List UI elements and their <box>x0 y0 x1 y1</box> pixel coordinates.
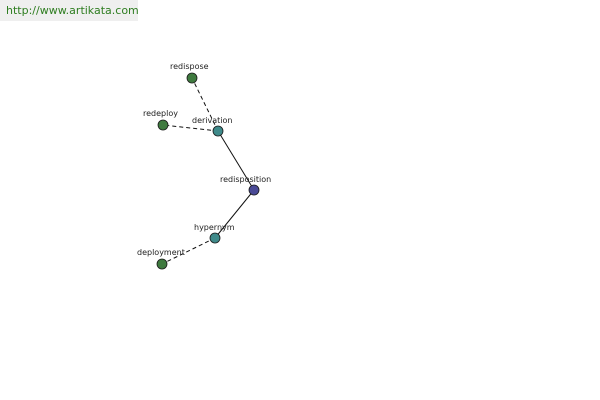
edges-layer <box>161 77 255 265</box>
node-label-redisposition[interactable]: redisposition <box>220 175 271 184</box>
site-banner <box>0 0 138 21</box>
edge-derivation-redispose <box>191 77 219 132</box>
node-label-redeploy[interactable]: redeploy <box>143 109 178 118</box>
nodes-layer <box>156 72 260 270</box>
node-derivation[interactable] <box>212 125 224 137</box>
node-redisposition[interactable] <box>248 184 260 196</box>
node-label-hypernym[interactable]: hypernym <box>194 223 235 232</box>
node-label-deployment[interactable]: deployment <box>137 248 185 257</box>
edge-redisposition-hypernym <box>214 189 255 239</box>
node-redeploy[interactable] <box>157 119 169 131</box>
edge-derivation-redeploy <box>162 124 219 132</box>
edge-redisposition-derivation <box>217 130 255 191</box>
node-hypernym[interactable] <box>209 232 221 244</box>
node-label-redispose[interactable]: redispose <box>170 62 209 71</box>
site-url-link[interactable]: http://www.artikata.com <box>6 4 139 17</box>
edge-hypernym-deployment <box>161 237 216 265</box>
labels-layer: redisposition derivation hypernym redispose… <box>137 62 271 257</box>
node-deployment[interactable] <box>156 258 168 270</box>
node-label-derivation[interactable]: derivation <box>192 116 232 125</box>
node-redispose[interactable] <box>186 72 198 84</box>
